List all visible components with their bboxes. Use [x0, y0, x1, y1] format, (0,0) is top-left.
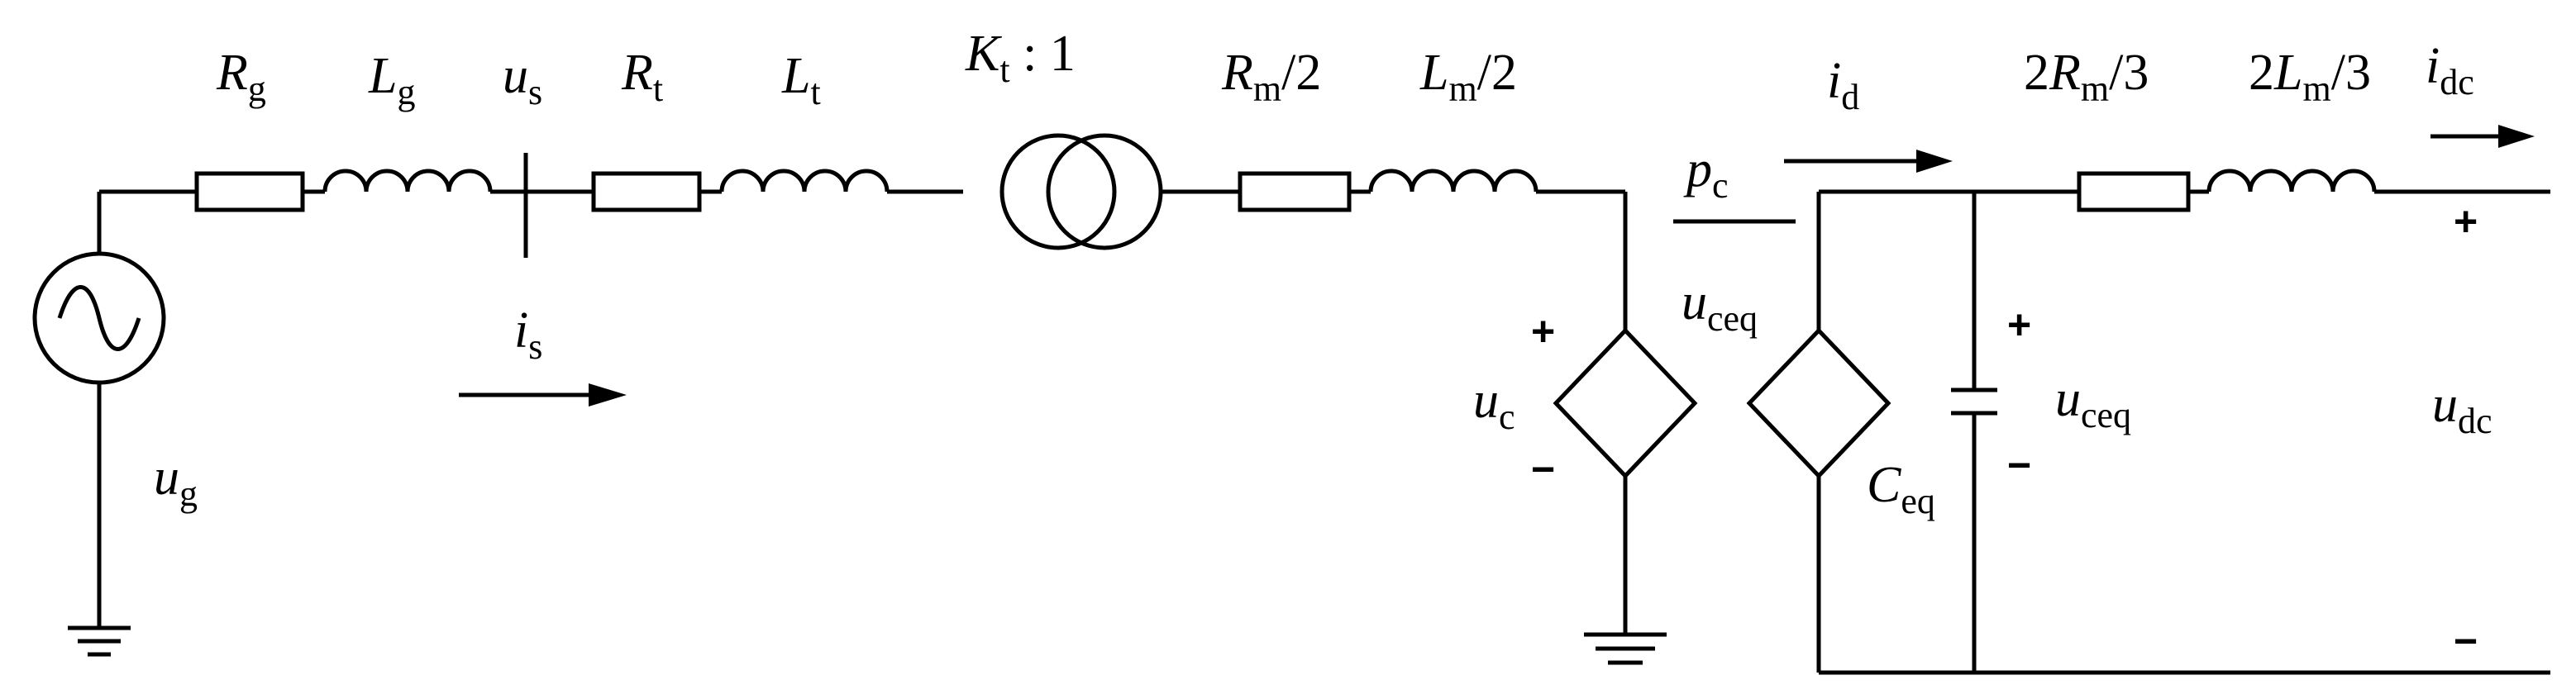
label-rm-half: Rm/2: [1221, 45, 1321, 109]
label-2lm-third: 2Lm/3: [2249, 45, 2371, 109]
polarity-plus-udc: +: [2454, 198, 2478, 245]
label-rt: Rt: [621, 45, 663, 109]
inductor-lt: [719, 169, 890, 193]
polarity-minus-uc: −: [1531, 446, 1555, 492]
label-us: us: [503, 48, 542, 112]
label-udc: udc: [2432, 377, 2493, 441]
inductor-lg: [322, 169, 493, 193]
label-uceq-capacitor: uceq: [2055, 371, 2131, 435]
label-uc: uc: [1473, 373, 1515, 437]
arrow-id: [1784, 150, 1953, 173]
label-pc: pc: [1683, 141, 1729, 206]
dependent-voltage-source-uc: [1553, 327, 1698, 479]
resistor-rt: [591, 171, 702, 212]
ground-symbol-source: [68, 625, 131, 657]
dependent-source-uceq: [1746, 327, 1891, 479]
label-2rm-third: 2Rm/3: [2024, 45, 2149, 109]
grid-source-branch: [32, 189, 197, 657]
transformer-symbol: [999, 133, 1163, 250]
label-lm-half: Lm/2: [1419, 45, 1517, 109]
resistor-rg: [194, 171, 305, 212]
ground-symbol-converter: [1584, 632, 1667, 665]
label-ug: ug: [154, 449, 198, 514]
label-lg: Lg: [368, 48, 415, 112]
polarity-plus-uceq: +: [2007, 302, 2031, 348]
resistor-rm-half: [1238, 171, 1352, 212]
polarity-plus-uc: +: [1531, 308, 1555, 354]
inductor-lm-half: [1368, 169, 1538, 193]
label-ceq: Ceq: [1867, 457, 1935, 521]
polarity-minus-udc: −: [2454, 618, 2478, 664]
label-lt: Lt: [781, 48, 821, 112]
capacitor-ceq: [1951, 388, 1997, 416]
inductor-2lm-third: [2206, 169, 2377, 193]
label-uceq-source: uceq: [1682, 274, 1758, 339]
label-id: id: [1827, 53, 1859, 117]
label-kt-ratio: Kt : 1: [965, 26, 1076, 90]
polarity-minus-uceq: −: [2007, 442, 2031, 488]
label-is: is: [514, 302, 542, 367]
sine-wave-icon: [57, 285, 141, 351]
dc-side: [1673, 169, 2550, 675]
ac-line: [194, 133, 1698, 665]
arrow-idc: [2431, 125, 2535, 148]
resistor-2rm-third: [2077, 171, 2191, 212]
arrow-is: [459, 383, 627, 407]
label-rg: Rg: [216, 45, 266, 109]
label-idc: idc: [2426, 38, 2474, 102]
